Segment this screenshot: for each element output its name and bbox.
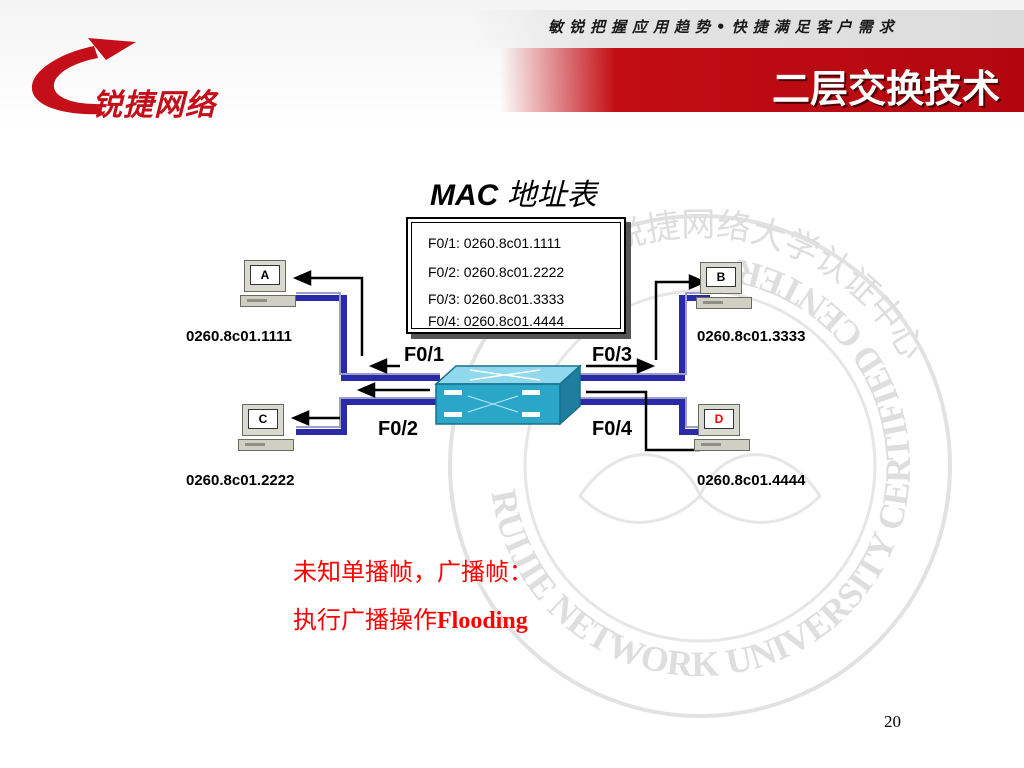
note-line-2-latin: Flooding	[437, 608, 528, 634]
pc-screen: D	[698, 404, 740, 436]
arrow-to-c-head	[290, 410, 310, 426]
mac-table-inner-border	[411, 222, 621, 329]
link-c-f02	[296, 399, 440, 435]
slogan-text: 敏锐把握应用趋势•快捷满足客户需求	[548, 18, 900, 36]
pc-screen: C	[242, 404, 284, 436]
note-line-2-cjk: 执行广播操作	[293, 606, 437, 634]
host-label: C	[248, 409, 278, 429]
host-b-mac: 0260.8c01.3333	[697, 328, 806, 345]
diagram-title-latin: MAC	[430, 179, 499, 212]
port-f04-label: F0/4	[592, 418, 633, 440]
host-label: A	[250, 265, 280, 285]
host-a-pc-icon: A	[240, 260, 296, 312]
slide-header: 敏锐把握应用趋势•快捷满足客户需求 二层交换技术 锐捷网络	[0, 0, 1024, 128]
host-c-pc-icon: C	[238, 404, 294, 456]
host-a-mac: 0260.8c01.1111	[186, 328, 292, 345]
arrow-to-a-head	[292, 270, 312, 286]
ruijie-logo-icon	[31, 38, 136, 115]
pc-base	[696, 297, 752, 309]
host-d-mac: 0260.8c01.4444	[697, 472, 806, 489]
pc-screen: A	[244, 260, 286, 292]
note-line-1: 未知单播帧，广播帧：	[293, 558, 533, 586]
mac-table-row: F0/1: 0260.8c01.1111	[428, 235, 562, 251]
mac-table-row: F0/4: 0260.8c01.4444	[428, 313, 565, 329]
mac-address-table: F0/1: 0260.8c01.1111 F0/2: 0260.8c01.222…	[406, 217, 626, 334]
pc-base	[240, 295, 296, 307]
pc-screen: B	[700, 262, 742, 294]
host-d-pc-icon: D	[694, 404, 750, 456]
certification-watermark: 锐捷网络大学认证中心 RUIJIE NETWORK UNIVERSITY CER…	[448, 205, 952, 718]
host-label: B	[706, 267, 736, 287]
host-c-mac: 0260.8c01.2222	[186, 472, 295, 489]
pc-base	[238, 439, 294, 451]
port-f02-label: F0/2	[378, 418, 419, 440]
slogan-bar	[470, 10, 1024, 48]
diagram-title-cjk: 地址表	[506, 178, 597, 213]
note-line-2: 执行广播操作Flooding	[293, 600, 528, 635]
link-a-f01	[296, 295, 440, 381]
link-d-f04	[570, 399, 700, 435]
logo-text: 锐捷网络	[92, 88, 216, 123]
mac-table-row: F0/2: 0260.8c01.2222	[428, 264, 565, 280]
title-bar	[500, 48, 1024, 112]
mac-table-row: F0/3: 0260.8c01.3333	[428, 291, 565, 307]
arrow-from-d	[586, 390, 700, 452]
port-f01-label: F0/1	[404, 344, 445, 366]
host-label: D	[704, 409, 734, 429]
arrow-to-b	[654, 280, 692, 360]
diagram-title: MAC 地址表	[430, 170, 597, 214]
port-f03-label: F0/3	[592, 344, 633, 366]
switch-icon	[434, 364, 582, 426]
arrow-to-a	[306, 276, 364, 356]
host-b-pc-icon: B	[696, 262, 752, 314]
page-number: 20	[884, 712, 901, 731]
page-title: 二层交换技术	[771, 67, 1000, 111]
arrow-to-b-head	[688, 274, 708, 290]
pc-base	[694, 439, 750, 451]
